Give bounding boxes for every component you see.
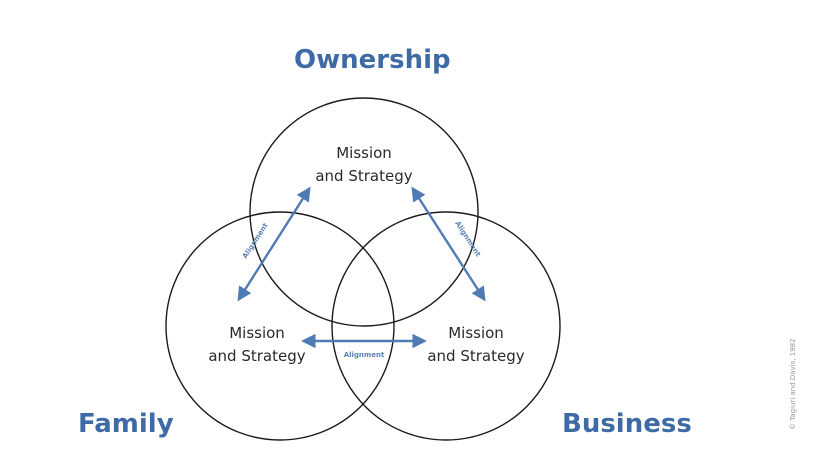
family-title: Family bbox=[78, 409, 174, 439]
ownership-business-alignment-label: Alignment bbox=[453, 220, 482, 259]
ownership-business-alignment-arrow bbox=[411, 186, 486, 302]
ownership-mission-line-2: and Strategy bbox=[315, 167, 413, 185]
family-mission-strategy: Mission and Strategy bbox=[187, 322, 327, 368]
business-mission-strategy: Mission and Strategy bbox=[406, 322, 546, 368]
ownership-mission-strategy: Mission and Strategy bbox=[294, 142, 434, 188]
family-mission-line-2: and Strategy bbox=[208, 347, 306, 365]
ownership-mission-line-1: Mission bbox=[336, 144, 392, 162]
family-business-alignment-label: Alignment bbox=[344, 351, 385, 359]
copyright-note: © Tagiuri and Davis, 1982 bbox=[789, 338, 797, 430]
business-title: Business bbox=[562, 409, 692, 439]
business-mission-line-1: Mission bbox=[448, 324, 504, 342]
ownership-title: Ownership bbox=[294, 45, 451, 75]
family-ownership-alignment-arrow bbox=[237, 186, 311, 302]
family-ownership-alignment-label: Alignment bbox=[241, 221, 270, 260]
family-mission-line-1: Mission bbox=[229, 324, 285, 342]
business-mission-line-2: and Strategy bbox=[427, 347, 525, 365]
